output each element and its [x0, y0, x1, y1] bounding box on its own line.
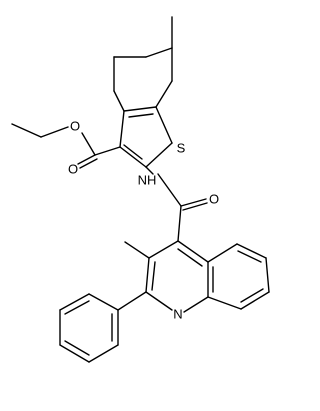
bond-q-c4a-c4 — [177, 240, 209, 263]
bond-thiophene-c7a-s — [155, 106, 173, 144]
bond-q-c3-c2 — [145, 257, 150, 293]
bond-thiophene-c3-c3a — [119, 110, 125, 148]
bond-amide-c-o-1 — [180, 198, 207, 207]
bonds — [11, 16, 270, 363]
atom-label-ester-single-oxygen: O — [70, 119, 80, 134]
bond-c2-nh — [145, 166, 154, 175]
bond-carbonyl-o-double-1 — [77, 154, 96, 165]
bond-q-c3-c2-inner — [151, 261, 156, 291]
bond-ph-4 — [59, 344, 90, 363]
bond-q-c2-n — [145, 291, 173, 311]
bond-benzo-4 — [240, 291, 270, 310]
bond-benzo-5 — [207, 296, 242, 310]
bond-thiophene-fusion — [123, 106, 157, 112]
bond-nh-amide-c — [157, 173, 182, 207]
bond-ethyl — [11, 123, 42, 138]
bond-benzo-2-inner — [237, 250, 262, 263]
atom-label-amide-nh: NH — [138, 173, 157, 188]
bond-ph-5 — [88, 344, 119, 363]
bond-q-c4-c3 — [148, 240, 179, 259]
atom-label-sulfur: S — [177, 141, 186, 156]
bond-q-c4a-c4-inner — [177, 248, 203, 267]
bond-q-c2-phenyl — [117, 291, 147, 311]
bond-carbonyl-o-double-2 — [79, 158, 98, 169]
atom-labels: S O O NH O N — [68, 119, 219, 322]
bond-ph-4-inner — [64, 340, 90, 356]
bond-benzo-3 — [265, 257, 270, 293]
bond-ring6-d — [113, 90, 125, 112]
atom-label-amide-oxygen: O — [209, 192, 219, 207]
bond-ph-1 — [88, 293, 119, 311]
bond-benzo-2 — [236, 243, 267, 259]
bond-amide-c-quinoline — [177, 205, 182, 242]
bond-q-n-c8a — [183, 296, 209, 313]
atom-label-ester-carbonyl-oxygen: O — [68, 162, 78, 177]
bond-thiophene-c2-c3-inner — [123, 144, 143, 160]
molecule-structure-diagram: S O O NH O N — [11, 16, 270, 363]
bond-benzo-1 — [207, 243, 238, 263]
bond-c3-carbonyl — [94, 146, 121, 156]
bond-amide-c-o-2 — [182, 202, 208, 211]
bond-carbonyl-o-single — [81, 132, 96, 156]
bond-o-ethyl — [40, 126, 69, 138]
atom-label-quinoline-nitrogen: N — [173, 307, 182, 322]
bond-q-methyl — [124, 241, 150, 259]
bond-benzo-4-inner — [240, 288, 264, 303]
bond-ring6-a — [145, 47, 173, 58]
bond-thiophene-s-c2 — [145, 142, 173, 168]
bond-ph-2-inner — [64, 300, 90, 315]
bond-thiophene-fusion-inner — [128, 113, 154, 118]
bond-thiophene-c2-c3 — [119, 146, 147, 168]
bond-ring6-f — [155, 80, 173, 108]
bond-ph-2 — [59, 293, 90, 311]
